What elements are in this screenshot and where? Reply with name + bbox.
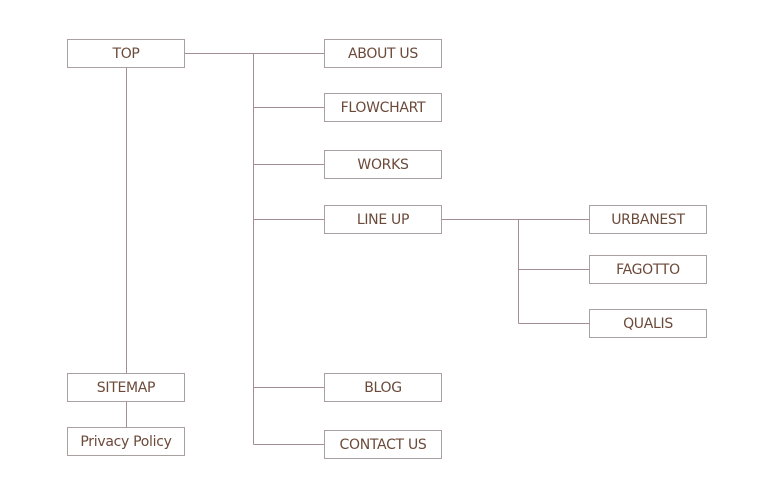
fagotto-link[interactable]: FAGOTTO — [589, 255, 707, 284]
urbanest-link[interactable]: URBANEST — [589, 205, 707, 234]
blog-link[interactable]: BLOG — [324, 373, 442, 402]
qualis-link[interactable]: QUALIS — [589, 309, 707, 338]
about-us-link[interactable]: ABOUT US — [324, 39, 442, 68]
contact-us-link[interactable]: CONTACT US — [324, 430, 442, 459]
top-link[interactable]: TOP — [67, 39, 185, 68]
sitemap-link[interactable]: SITEMAP — [67, 373, 185, 402]
works-link[interactable]: WORKS — [324, 150, 442, 179]
privacy-policy-link[interactable]: Privacy Policy — [67, 427, 185, 456]
line-up-link[interactable]: LINE UP — [324, 205, 442, 234]
flowchart-link[interactable]: FLOWCHART — [324, 93, 442, 122]
